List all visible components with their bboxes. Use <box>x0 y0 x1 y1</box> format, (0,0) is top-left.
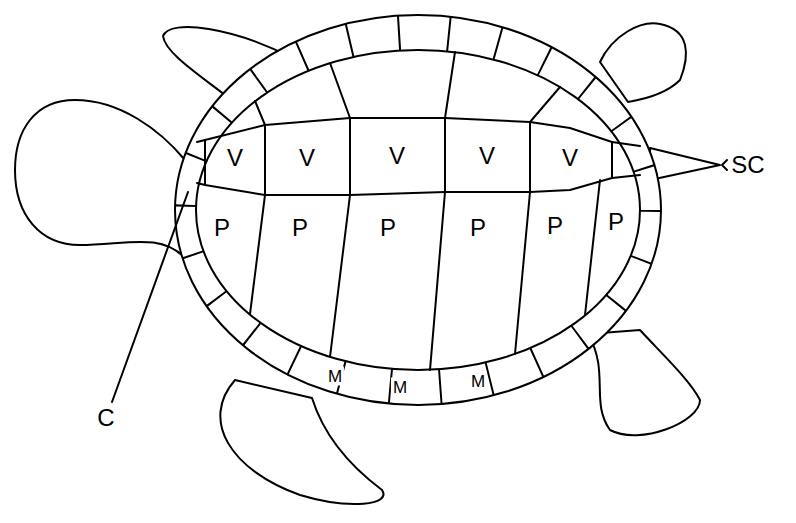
scute-border <box>255 52 560 125</box>
vertebral-label: V <box>389 144 405 168</box>
pleural-label: P <box>547 214 563 238</box>
rear-flipper <box>588 330 700 435</box>
supracaudal-label: SC <box>731 153 764 177</box>
leader-line <box>722 160 727 170</box>
vertebral-label: V <box>299 146 315 170</box>
pleural-label: P <box>470 216 486 240</box>
vertebral-label: V <box>562 146 578 170</box>
head <box>15 100 185 258</box>
marginal-label: M <box>469 372 487 391</box>
carapace <box>175 15 661 405</box>
pleural-label: P <box>292 216 308 240</box>
tail <box>650 148 720 180</box>
vertebral-label: V <box>227 146 243 170</box>
vertebral-scutes <box>205 118 612 195</box>
marginal-label: M <box>391 378 409 397</box>
nuchal-label: C <box>97 406 114 430</box>
scute-border <box>250 180 600 370</box>
scute-border <box>265 118 530 195</box>
marginal-divisions <box>186 33 651 388</box>
pleural-label: P <box>380 216 396 240</box>
marginal-ring <box>196 50 640 370</box>
marginal-label: M <box>326 367 344 386</box>
vertebral-label: V <box>479 144 495 168</box>
pleural-label: P <box>214 216 230 240</box>
scute-border <box>197 140 640 185</box>
rear-flipper <box>600 23 686 102</box>
pleural-label: P <box>608 210 624 234</box>
leader-line <box>112 192 188 402</box>
